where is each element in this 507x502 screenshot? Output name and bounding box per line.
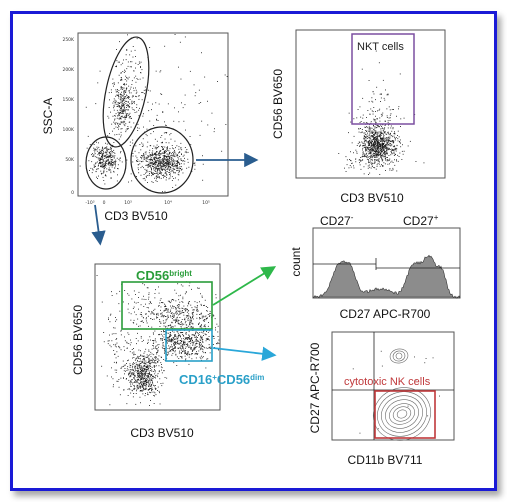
cd16-cd56dim-gate <box>165 329 213 362</box>
plot1-events <box>79 34 228 193</box>
plot-cd27-vs-cd11b: cytotoxic NK cells CD27 APC-R700 CD11b B… <box>308 331 455 467</box>
plot-cd27-histogram: CD27- CD27+ count CD27 APC-R700 <box>289 213 461 321</box>
arrow-to-cd56-plot <box>91 204 106 246</box>
plot1-xtick: 10⁵ <box>202 200 210 206</box>
plot-nkt: NKT cells CD56 BV650 CD3 BV510 <box>271 29 446 205</box>
nkt-gate-label: NKT cells <box>357 41 404 53</box>
plot1-gate-lymphocyte <box>130 126 194 194</box>
plot1-xlabel: CD3 BV510 <box>104 209 168 223</box>
cd27-pos-label: CD27+ <box>403 213 439 228</box>
plot1-xtick: 10⁴ <box>164 200 172 206</box>
plot1-xtick: -10³ <box>85 200 94 206</box>
arrow-dim-to-contour <box>212 346 277 361</box>
plot1-xtick: 10³ <box>124 200 132 206</box>
plot1-gate-left <box>85 136 127 190</box>
cd27-histogram <box>312 254 461 299</box>
plot4-ylabel: count <box>289 247 303 277</box>
plot1-gate-granulocyte <box>102 36 150 148</box>
plot1-ytick: 200K <box>62 67 75 73</box>
plot1-ytick: 250K <box>62 37 75 43</box>
plot2-ylabel: CD56 BV650 <box>271 69 285 139</box>
plot2-events <box>338 50 425 175</box>
nkt-gate <box>351 33 415 125</box>
plot2-xlabel: CD3 BV510 <box>340 191 404 205</box>
plot3-xlabel: CD3 BV510 <box>130 426 194 440</box>
arrow-bright-to-histogram <box>212 266 277 306</box>
plot1-yticks: 250K 200K 150K 100K 50K 0 <box>62 37 75 196</box>
cd27-neg-label: CD27- <box>320 213 354 228</box>
plot1-ytick: 50K <box>65 157 75 163</box>
plot-cd56-subsets: CD56bright CD16+CD56dim CD56 BV650 CD3 B… <box>71 263 264 440</box>
plot3-axes-box <box>94 263 221 411</box>
cd56-bright-label: CD56bright <box>136 268 192 283</box>
plot1-ytick: 0 <box>71 190 74 196</box>
plot-ssc-vs-cd3: 250K 200K 150K 100K 50K 0 -10³ 0 10³ 10⁴… <box>41 32 229 223</box>
plot1-ytick: 100K <box>62 127 75 133</box>
plot1-xtick: 0 <box>103 200 106 206</box>
plot1-ylabel: SSC-A <box>41 98 55 135</box>
plot5-axes-box <box>331 331 455 441</box>
cd16-cd56dim-label: CD16+CD56dim <box>179 372 264 387</box>
plot1-ytick: 150K <box>62 97 75 103</box>
plot3-ylabel: CD56 BV650 <box>71 305 85 375</box>
cd56-bright-gate <box>121 281 213 330</box>
plot5-xlabel: CD11b BV711 <box>348 453 423 467</box>
plot1-xticks: -10³ 0 10³ 10⁴ 10⁵ <box>85 200 210 206</box>
cytotoxic-nk-gate <box>374 390 436 439</box>
cytotoxic-nk-label: cytotoxic NK cells <box>344 376 431 388</box>
plot4-xlabel: CD27 APC-R700 <box>340 307 431 321</box>
plot5-ylabel: CD27 APC-R700 <box>308 342 322 433</box>
